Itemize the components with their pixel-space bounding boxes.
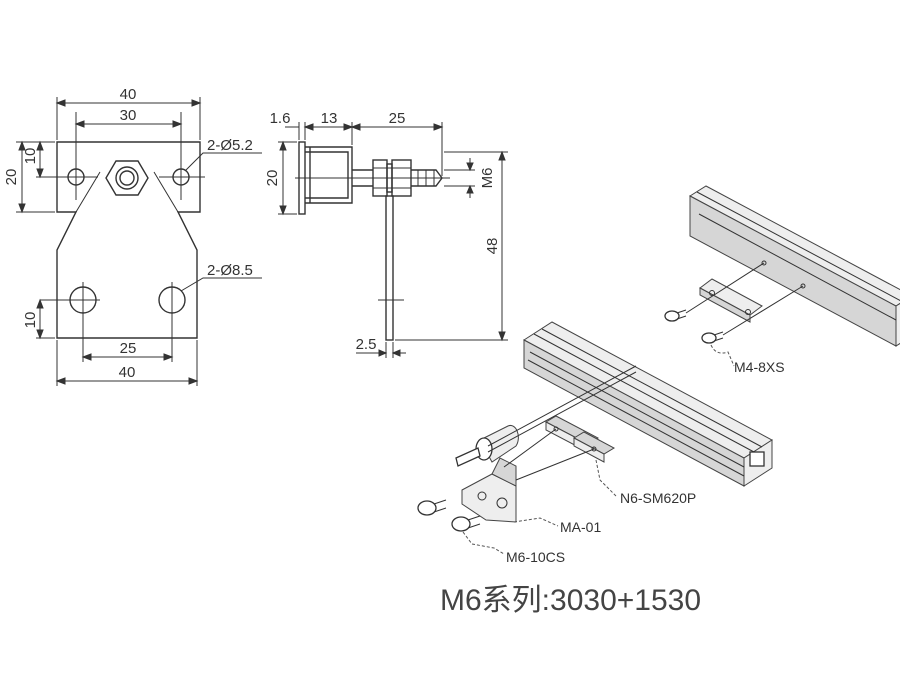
dim-line-total-height (395, 151, 508, 341)
profile-1530-end (895, 302, 900, 347)
dim-body: 13 (321, 110, 338, 127)
dim-arrows-stud (350, 123, 444, 131)
label-nut: N6-SM620P (620, 490, 696, 506)
caption: M6系列:3030+1530 (440, 584, 701, 617)
leader-screw-large (462, 531, 505, 555)
dim-arrows-thickness (378, 349, 401, 357)
dim-hole-offset-top: 10 (22, 148, 39, 165)
side-bracket-plate (385, 195, 394, 341)
dim-line-thread (444, 158, 475, 198)
dim-height: 20 (264, 170, 281, 187)
screw-m6-b (451, 515, 481, 532)
t-nut-a-hole (553, 426, 559, 432)
dim-arrows-hole-spacing-bottom (81, 353, 174, 361)
side-body (305, 146, 353, 204)
label-screw-large: M6-10CS (506, 549, 565, 565)
adapter-plate-hole-a (709, 290, 715, 296)
dim-stud: 25 (389, 110, 406, 127)
t-nut-b-hole (591, 446, 597, 452)
dim-hole-offset-bottom: 10 (22, 312, 39, 329)
dim-plate: 1.6 (270, 110, 291, 127)
adapter-plate-hole-b (745, 309, 751, 315)
assembly-lines-lower (503, 428, 595, 481)
label-bracket: MA-01 (560, 519, 601, 535)
screw-m4-b (701, 331, 724, 344)
t-nut-b-face (573, 437, 605, 463)
dim-thread: M6 (479, 168, 496, 189)
dim-line-side-height (278, 141, 297, 215)
dim-arrows-body (303, 123, 354, 131)
profile-1530-slots (696, 191, 900, 321)
screw-m4-a (664, 309, 687, 322)
bracket-hole-a (477, 491, 487, 501)
bracket-hole-b (496, 497, 508, 509)
hex-nut-icon (105, 160, 149, 196)
dim-small-holes: 2-Ø5.2 (207, 137, 253, 154)
leader-nut (595, 459, 617, 497)
profile-3030 (523, 321, 773, 487)
stud-inner (119, 170, 135, 186)
side-stud (352, 169, 373, 187)
dim-arrows-hole-spacing-top (74, 120, 183, 128)
dim-hole-spacing-top: 30 (120, 107, 137, 124)
dim-line-stud (352, 122, 443, 176)
dim-arrows-bottom-width (55, 377, 199, 385)
label-screw-small: M4-8XS (734, 359, 785, 375)
dim-line-top-width (56, 97, 201, 140)
assembly-view: M4-8XS N6-SM620P MA-01 M6-10CS (417, 185, 900, 565)
bracket-bend (491, 457, 517, 487)
dim-arrows-thread (466, 162, 474, 194)
bracket-ma01 (455, 365, 637, 523)
screw-m6-a (417, 499, 447, 516)
bracket-outline (56, 141, 201, 339)
dim-arrows-height-top (18, 140, 26, 214)
dim-top-width: 40 (120, 86, 137, 103)
dim-hole-spacing-bottom: 25 (120, 340, 137, 357)
leader-small-holes (185, 152, 262, 171)
front-view: 40 30 20 10 2-Ø5.2 2-Ø8.5 10 25 40 (3, 86, 262, 386)
profile-1530 (689, 185, 900, 347)
dim-line-bottom-width (56, 340, 198, 386)
dim-arrows-side-height (279, 140, 287, 216)
profile-3030-core (749, 451, 765, 467)
profile-1530-hole-a (761, 260, 767, 266)
dim-height-top: 20 (3, 169, 20, 186)
side-view: 1.6 13 25 20 M6 48 2.5 (264, 110, 508, 358)
dim-bottom-width: 40 (119, 364, 136, 381)
dim-arrows-top-width (55, 99, 202, 107)
leader-large-holes (180, 277, 262, 292)
profile-1530-hole-b (800, 283, 806, 289)
stud-outer (115, 166, 139, 190)
assembly-lines-axis (487, 365, 637, 453)
leader-screw-small (710, 344, 735, 367)
centerlines (36, 112, 205, 360)
profile-3030-slots (527, 328, 763, 477)
side-nut-faces (373, 167, 411, 189)
dim-arrows-hole-offset-bottom (36, 298, 44, 340)
dim-line-hole-spacing-bottom (82, 314, 173, 362)
dim-thickness: 2.5 (356, 336, 377, 353)
assembly-lines-upper (685, 262, 804, 336)
body-edge-lines (75, 171, 179, 213)
dim-total-height: 48 (484, 238, 501, 255)
dim-line-thickness (356, 342, 406, 358)
dim-line-plate (285, 122, 318, 140)
dim-arrows-hole-offset-top (36, 140, 44, 179)
leader-bracket (513, 517, 559, 527)
bracket-stud (455, 447, 481, 467)
dim-arrows-total-height (498, 150, 506, 342)
dim-large-holes: 2-Ø8.5 (207, 262, 253, 279)
